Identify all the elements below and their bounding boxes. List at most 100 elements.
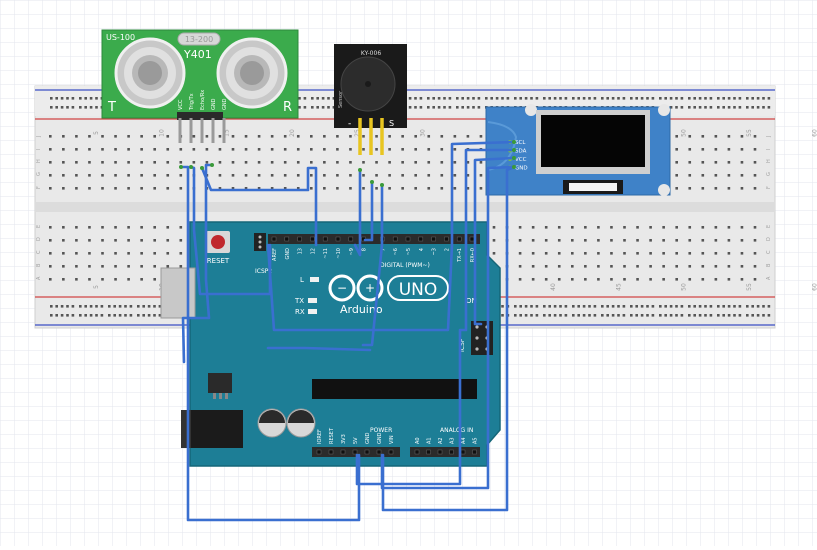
breadboard-hole [466, 174, 470, 177]
row-letter: H [766, 159, 772, 163]
wire-sensor-gnd-to-gnd [181, 163, 214, 364]
breadboard-hole [71, 97, 75, 100]
buzzer-leads [358, 118, 384, 155]
led-rx-label: RX [295, 308, 305, 316]
analog-header-hole [414, 449, 420, 455]
breadboard-hole [636, 265, 639, 268]
digital-header-hole [456, 236, 462, 242]
breadboard-hole [95, 97, 98, 100]
breadboard-hole [501, 305, 504, 308]
analog-header-hole [449, 449, 454, 455]
breadboard-hole [100, 314, 104, 317]
breadboard-hole [662, 239, 665, 242]
breadboard-hole [427, 187, 431, 190]
breadboard-hole [414, 174, 417, 177]
breadboard-hole [60, 314, 64, 317]
breadboard-hole [179, 265, 183, 268]
digital-header-hole [431, 236, 436, 242]
breadboard-hole [414, 187, 417, 190]
breadboard-hole [166, 161, 170, 164]
breadboard-hole [701, 135, 705, 138]
breadboard-hole [336, 174, 339, 177]
breadboard-hole [738, 305, 742, 308]
on-label: ON [466, 297, 477, 305]
breadboard-hole [611, 314, 615, 317]
breadboard-hole [623, 252, 626, 255]
breadboard-hole [630, 97, 633, 100]
breadboard-hole [701, 187, 705, 190]
breadboard-hole [753, 161, 757, 164]
breadboard-hole [427, 97, 430, 100]
breadboard-hole [327, 97, 330, 100]
ultrasonic-code: Y401 [183, 48, 212, 61]
breadboard-hole [636, 226, 639, 229]
breadboard-hole [75, 174, 78, 177]
breadboard-hole [432, 97, 435, 100]
breadboard-hole [60, 305, 64, 308]
row-letter: I [766, 149, 772, 150]
breadboard-hole [440, 135, 444, 138]
digital-pin-label: 4 [419, 248, 425, 251]
breadboard-hole [582, 314, 586, 317]
breadboard-hole [257, 148, 261, 151]
breadboard-hole [582, 97, 586, 100]
digital-pin-label: ~10 [336, 248, 342, 259]
breadboard-hole [153, 239, 156, 242]
breadboard-hole [740, 252, 744, 255]
breadboard-hole [623, 239, 626, 242]
breadboard-hole [722, 314, 725, 317]
breadboard-hole [114, 252, 117, 255]
breadboard-hole [408, 106, 412, 109]
breadboard-hole [571, 278, 574, 281]
breadboard-hole [756, 314, 760, 317]
row-letter: I [36, 149, 42, 150]
breadboard-hole [336, 148, 339, 151]
breadboard-hole [557, 252, 561, 255]
breadboard-hole [701, 226, 705, 229]
breadboard-hole [669, 305, 673, 308]
breadboard-hole [606, 305, 609, 308]
breadboard-hole [427, 135, 431, 138]
breadboard-hole [49, 252, 52, 255]
breadboard-hole [727, 135, 731, 138]
breadboard-hole [664, 305, 667, 308]
breadboard-hole [401, 148, 404, 151]
power-header-hole [376, 449, 382, 455]
breadboard-hole [75, 148, 78, 151]
breadboard-hole [662, 265, 665, 268]
breadboard-hole [55, 106, 58, 109]
breadboard-hole [704, 97, 707, 100]
column-number: 60 [811, 129, 817, 137]
breadboard-hole [543, 314, 546, 317]
breadboard-hole [140, 239, 143, 242]
breadboard-hole [166, 226, 170, 229]
breadboard-hole [466, 187, 470, 190]
breadboard-hole [564, 314, 568, 317]
breadboard-hole [688, 106, 691, 109]
breadboard-hole [680, 305, 684, 308]
breadboard-hole [617, 305, 620, 308]
breadboard-hole [71, 305, 75, 308]
breadboard-hole [244, 174, 248, 177]
breadboard-hole [303, 106, 307, 109]
breadboard-hole [349, 187, 352, 190]
breadboard-hole [101, 148, 104, 151]
ultrasonic-pin-label: VCC [178, 99, 184, 110]
breadboard-hole [49, 278, 52, 281]
breadboard-hole [727, 187, 731, 190]
breadboard-hole [675, 314, 678, 317]
breadboard-hole [572, 305, 575, 308]
breadboard-hole [584, 226, 587, 229]
breadboard-hole [610, 265, 613, 268]
breadboard-hole [688, 148, 692, 151]
breadboard-hole [461, 106, 464, 109]
breadboard-hole [179, 174, 183, 177]
breadboard-hole [257, 174, 261, 177]
power-pin-label: VIN [389, 435, 395, 444]
buzzer-pin-s: S [389, 119, 394, 128]
column-number: 10 [158, 129, 165, 137]
breadboard-hole [283, 174, 287, 177]
breadboard-hole [610, 226, 613, 229]
